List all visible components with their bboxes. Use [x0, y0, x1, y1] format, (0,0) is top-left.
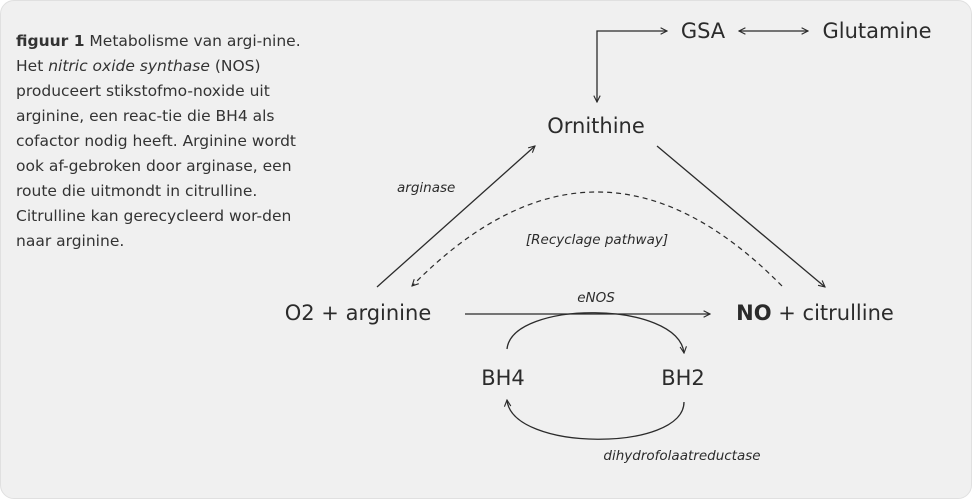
caption-text-2: (NOS) produceert stikstofmo-noxide uit a…: [16, 57, 297, 250]
arrow-ornithine-citrulline: [656, 145, 825, 287]
node-glutamine: Glutamine: [822, 19, 931, 43]
arrow-ornithine-gsa: [597, 31, 667, 102]
node-bh4: BH4: [481, 366, 525, 390]
label-arginase: arginase: [397, 180, 455, 196]
label-recycle: [Recyclage pathway]: [526, 232, 668, 248]
caption-italic: nitric oxide synthase: [48, 57, 210, 75]
arrow-bh2-bh4: [507, 400, 685, 440]
node-ornithine: Ornithine: [547, 114, 645, 138]
caption-text-1: Metabolisme van argi-nine. Het: [16, 32, 301, 75]
node-bh2: BH2: [661, 366, 705, 390]
figure-caption: figuur 1 Metabolisme van argi-nine. Het …: [16, 29, 316, 254]
node-gsa: GSA: [681, 19, 726, 43]
node-no-citrulline: NO + citrulline: [736, 301, 894, 325]
arrow-arginine-ornithine: [376, 146, 535, 288]
label-dhfr: dihydrofolaatreductase: [603, 448, 760, 464]
label-enos: eNOS: [577, 290, 615, 306]
node-o2-arginine: O2 + arginine: [285, 301, 432, 325]
node-citrulline: + citrulline: [772, 301, 894, 325]
caption-label: figuur 1: [16, 32, 85, 50]
arrow-bh4-bh2: [506, 312, 684, 353]
node-no-bold: NO: [736, 301, 771, 325]
arrow-recycle-dashed: [412, 191, 783, 286]
